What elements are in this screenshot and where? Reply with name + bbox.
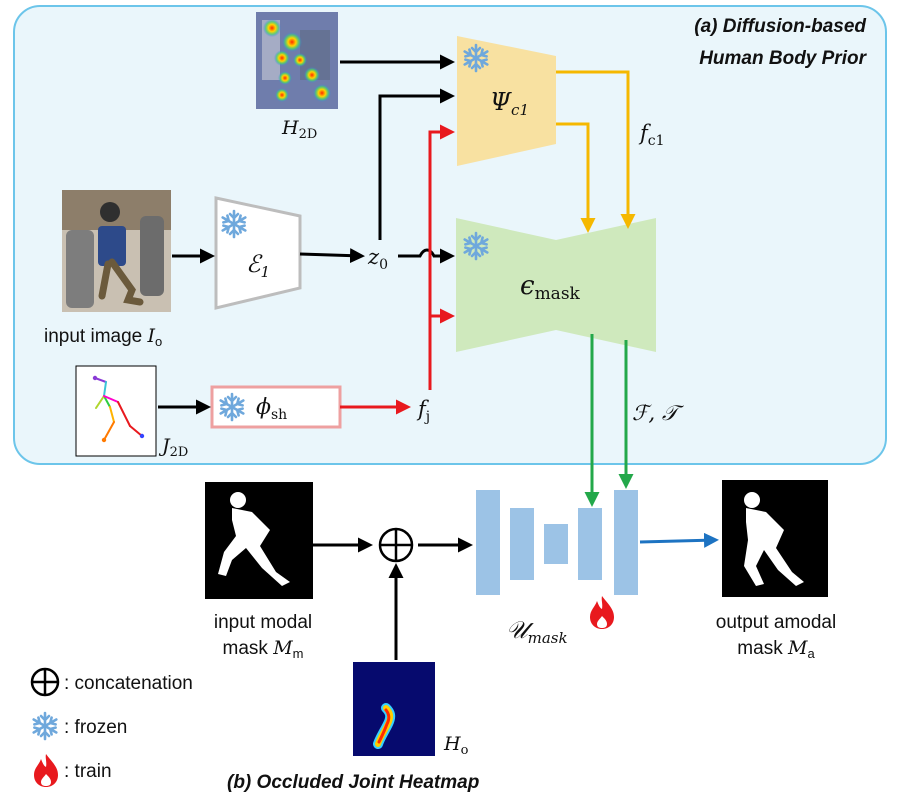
modal-mask-label-2: mask Mm — [223, 637, 304, 661]
legend-frozen-label: : frozen — [64, 717, 127, 738]
legend: : concatenation : frozen : train — [30, 667, 193, 787]
eps-label: ϵmask — [520, 271, 581, 304]
unet-train-icon — [590, 596, 614, 629]
amodal-mask-label-1: output amodal — [716, 612, 836, 633]
prior-panel — [13, 5, 887, 465]
legend-concat-label: : concatenation — [64, 673, 193, 694]
psi-block — [457, 36, 556, 166]
skeleton-image — [75, 365, 157, 457]
heatmap-label: H2D — [281, 117, 317, 142]
black-arrows — [158, 54, 455, 415]
bottom-title: (b) Occluded Joint Heatmap — [227, 772, 479, 793]
modal-mask-label-1: input modal — [214, 612, 312, 633]
eps-block — [456, 218, 656, 352]
psi-label: Ψc1 — [490, 88, 529, 119]
legend-train-icon — [34, 754, 58, 787]
modal-mask-image — [205, 482, 313, 599]
ft-label: ℱ, 𝒯 — [632, 401, 685, 425]
prior-title-line2: Human Body Prior — [699, 48, 867, 69]
fj-label: fj — [416, 397, 430, 425]
prior-title-line1: (a) Diffusion-based — [694, 16, 866, 37]
unet-to-output-arrow — [639, 532, 719, 548]
encoder-label: ℰ1 — [246, 250, 270, 281]
occluded-heatmap-image — [353, 662, 435, 756]
latent-label: z0 — [367, 245, 388, 273]
phi-label: ϕsh — [256, 395, 287, 423]
ho-label: Ho — [443, 733, 469, 758]
green-arrows — [584, 334, 634, 507]
amodal-mask-image — [722, 480, 828, 597]
legend-concat-icon — [30, 667, 60, 697]
skeleton-label: J2D — [158, 435, 188, 460]
amodal-mask-label-2: mask Ma — [737, 637, 815, 661]
red-arrows — [340, 124, 455, 415]
legend-train-label: : train — [64, 761, 112, 782]
legend-frozen-icon — [32, 711, 58, 741]
fc1-label: fc1 — [638, 121, 665, 149]
heatmap-image — [256, 12, 338, 109]
input-image-label: input image Io — [44, 325, 162, 349]
concat-node — [378, 527, 414, 563]
unet-blocks — [476, 490, 638, 595]
unet-label: 𝒰mask — [506, 616, 568, 647]
input-image — [62, 190, 171, 312]
yellow-arrows — [556, 70, 636, 233]
